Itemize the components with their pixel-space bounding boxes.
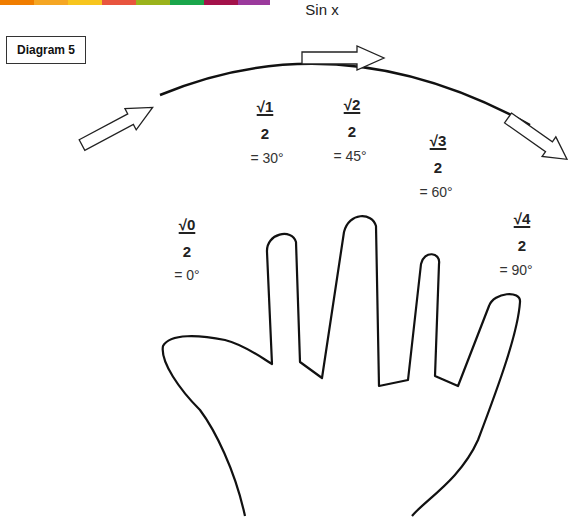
denominator: 2 [261, 125, 269, 142]
denominator: 2 [183, 243, 191, 260]
denominator: 2 [518, 237, 526, 254]
numerator: √4 [514, 210, 531, 227]
angle-value: = 30° [250, 150, 283, 166]
angle-value: = 0° [174, 267, 199, 283]
angle-value: = 45° [333, 148, 366, 164]
denominator: 2 [434, 159, 442, 176]
function-label: Sin x [303, 1, 340, 18]
numerator: √0 [179, 216, 196, 233]
numerator: √3 [430, 132, 447, 149]
title-box: Diagram 5 [6, 36, 86, 64]
title-text: Diagram 5 [17, 43, 75, 57]
numerator: √2 [344, 96, 361, 113]
block-arrows [76, 46, 573, 169]
angle-value: = 90° [499, 262, 532, 278]
arc [160, 64, 530, 125]
colour-bar [0, 0, 270, 5]
hand-outline [163, 216, 520, 516]
denominator: 2 [348, 123, 356, 140]
numerator: √1 [257, 98, 274, 115]
angle-value: = 60° [419, 184, 452, 200]
